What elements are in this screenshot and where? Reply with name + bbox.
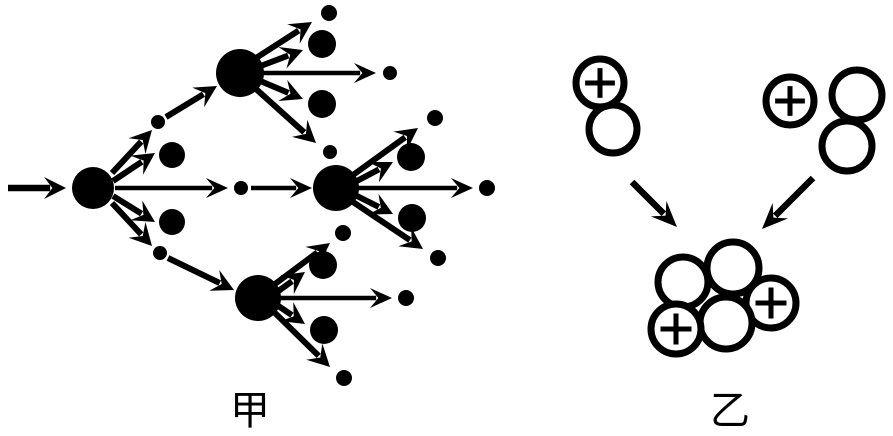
plus-sign-icon	[585, 68, 615, 98]
neutron-bot-up	[335, 225, 351, 241]
arrow-bot-to-neutron-up	[273, 243, 330, 287]
fragment-gen1-up	[159, 142, 185, 168]
arrow-top-to-fragment-dn	[256, 77, 303, 102]
arrow-mid-to-neutron-up	[351, 128, 418, 178]
neutron-top-dn	[323, 145, 337, 159]
product-neutron-bottom-mid	[696, 293, 756, 353]
arrow-gen1-to-neutron-dn	[109, 200, 152, 246]
fragment-bot-dn	[310, 316, 338, 344]
arrow-top-to-neutron-up	[254, 22, 312, 61]
neutron-bot-dn	[336, 370, 352, 386]
arrow-bot-to-fragment-dn	[275, 302, 305, 324]
neutron-bot-mid	[398, 290, 414, 306]
fusion-diagram	[572, 55, 886, 358]
arrow-top-to-neutron-mid	[262, 63, 376, 83]
fragment-gen1-dn	[159, 209, 185, 235]
tritium-nucleus	[762, 66, 886, 175]
deuterium-nucleus	[572, 55, 641, 157]
plus-sign-icon	[755, 287, 787, 319]
nucleus-gen1	[72, 167, 114, 209]
fragment-mid-up	[397, 143, 425, 171]
fission-diagram	[8, 5, 495, 386]
tritium-neutron-0	[828, 66, 886, 124]
tritium-proton	[762, 73, 818, 129]
arrow-top-to-neutron-dn	[253, 86, 316, 143]
arrow-gen1-to-fragment-up	[111, 153, 155, 184]
nucleus-gen2-mid	[313, 165, 359, 211]
plus-sign-icon	[775, 86, 805, 116]
nucleus-gen2-bot	[235, 275, 281, 321]
arrow-top-to-fragment-up	[256, 47, 303, 70]
arrow-neutron-mid-to-gen2mid	[251, 178, 312, 198]
arrow-neutron-dn-to-gen2bot	[166, 255, 234, 291]
arrow-gen1-to-fragment-dn	[111, 193, 155, 222]
fragment-mid-dn	[398, 204, 426, 232]
arrow-mid-to-neutron-mid	[358, 178, 473, 198]
neutron-top-mid	[383, 66, 397, 80]
neutron-top-up	[321, 5, 337, 21]
fragment-top-dn	[308, 90, 336, 118]
neutron-mid-up	[427, 110, 443, 126]
arrow-mid-to-fragment-up	[353, 162, 393, 185]
nucleus-gen2-top	[216, 49, 264, 97]
arrow-mid-to-neutron-dn	[351, 199, 423, 249]
neutron-mid-dn	[430, 250, 446, 266]
neutron-gen1-mid	[234, 181, 248, 195]
tritium-neutron-1	[818, 117, 876, 175]
plus-sign-icon	[660, 313, 692, 345]
deuterium-proton	[572, 55, 628, 111]
product-proton-bottom-left	[647, 300, 705, 358]
panel-label-yi: 乙	[710, 388, 750, 434]
product-neutron-top-left	[654, 253, 712, 311]
neutron-mid-mid	[479, 180, 495, 196]
arrow-gen1-to-neutron-up	[109, 130, 152, 176]
deuterium-neutron-0	[585, 101, 641, 157]
helium-plus-neutron-product	[647, 238, 800, 358]
arrow-bot-to-neutron-mid	[280, 288, 392, 308]
arrow-mid-to-fragment-dn	[353, 192, 393, 215]
arrow-right-to-product	[762, 175, 816, 229]
neutron-gen1-dn	[153, 246, 167, 260]
arrow-gen1-to-neutron-mid	[115, 178, 228, 198]
fragment-bot-up	[309, 251, 337, 279]
arrow-bot-to-neutron-dn	[272, 310, 330, 367]
incoming-neutron-arrow	[8, 177, 66, 199]
panel-label-jia: 甲	[230, 388, 270, 434]
arrow-left-to-product	[629, 179, 677, 227]
fragment-top-up	[308, 30, 336, 58]
arrow-neutron-up-to-gen2top	[164, 86, 217, 120]
neutron-gen1-up	[151, 115, 165, 129]
